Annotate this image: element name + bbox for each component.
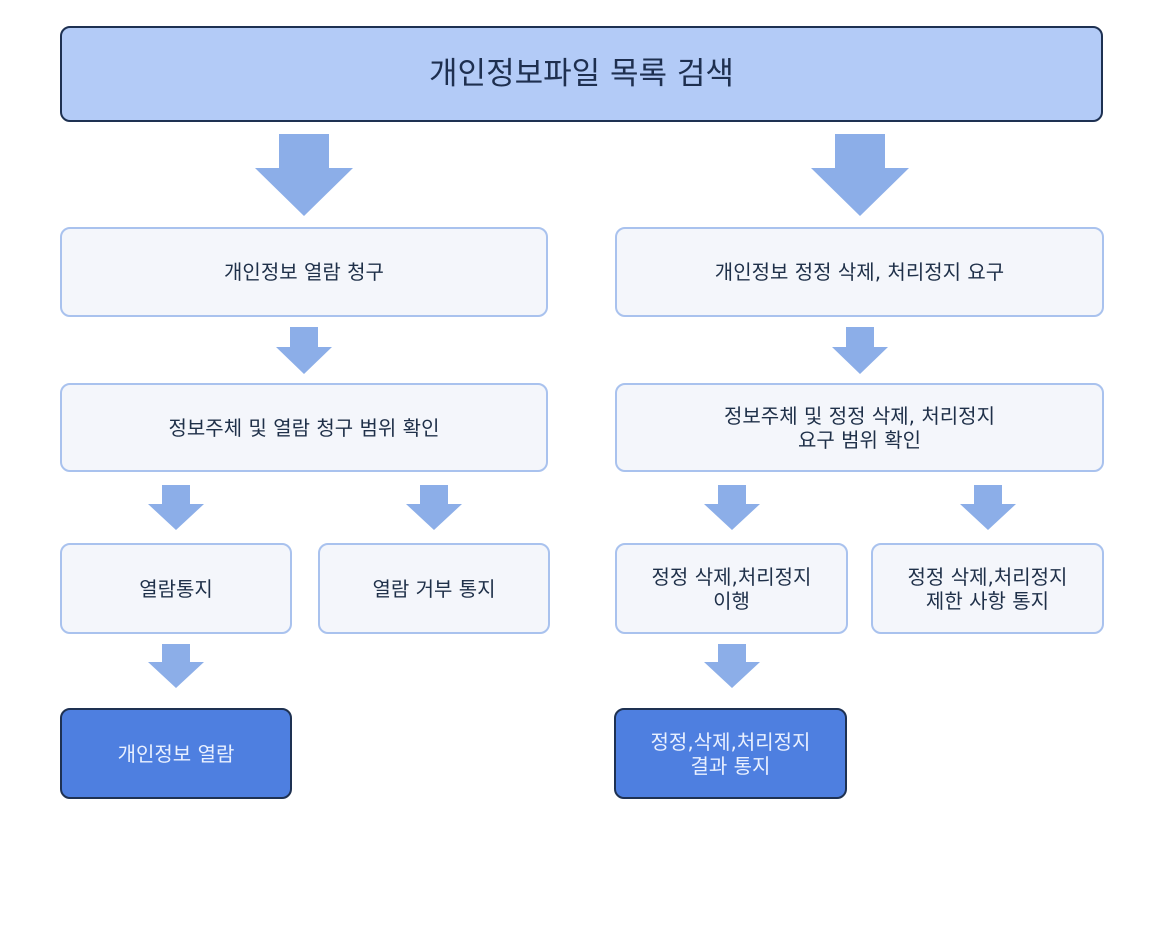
- left-branch-b-box: 열람 거부 통지: [318, 543, 550, 634]
- arrow-down-icon: [704, 485, 760, 530]
- right-step2-box: 정보주체 및 정정 삭제, 처리정지 요구 범위 확인: [615, 383, 1104, 472]
- right-branch-a-box: 정정 삭제,처리정지 이행: [615, 543, 848, 634]
- arrow-down-icon: [832, 327, 888, 374]
- arrow-down-icon: [276, 327, 332, 374]
- arrow-down-icon: [148, 485, 204, 530]
- left-result-box: 개인정보 열람: [60, 708, 292, 799]
- right-result-box: 정정,삭제,처리정지 결과 통지: [614, 708, 847, 799]
- right-branch-b-box: 정정 삭제,처리정지 제한 사항 통지: [871, 543, 1104, 634]
- arrow-down-icon: [704, 644, 760, 688]
- arrow-down-icon: [811, 134, 909, 216]
- arrow-down-icon: [960, 485, 1016, 530]
- arrow-down-icon: [148, 644, 204, 688]
- arrow-down-icon: [406, 485, 462, 530]
- diagram-title: 개인정보파일 목록 검색: [60, 26, 1103, 122]
- left-branch-a-box: 열람통지: [60, 543, 292, 634]
- left-step1-box: 개인정보 열람 청구: [60, 227, 548, 317]
- left-step2-box: 정보주체 및 열람 청구 범위 확인: [60, 383, 548, 472]
- right-step1-box: 개인정보 정정 삭제, 처리정지 요구: [615, 227, 1104, 317]
- arrow-down-icon: [255, 134, 353, 216]
